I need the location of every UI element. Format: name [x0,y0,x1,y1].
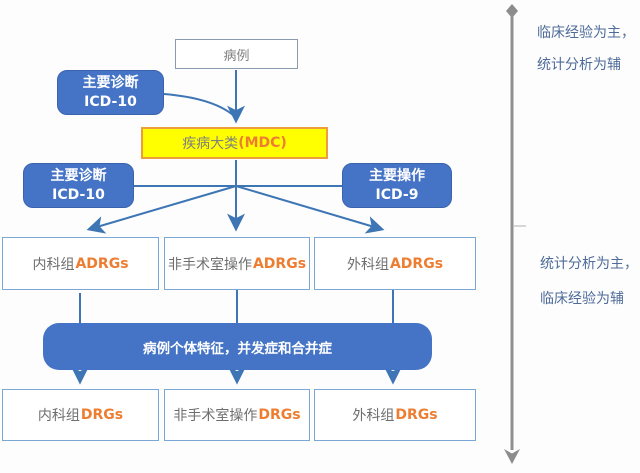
primary-diagnosis-left-pill: 主要诊断 ICD-10 [23,163,134,208]
mdc-box: 疾病大类(MDC) [141,127,328,159]
primary-operation-right-line2: ICD-9 [375,186,419,203]
primary-diagnosis-left-line2: ICD-10 [52,186,105,203]
adrg-surgical-label-en: ADRGs [389,255,444,272]
primary-operation-right-line1: 主要操作 [369,168,425,185]
primary-diagnosis-left-line1: 主要诊断 [50,168,107,185]
drg-internal-label-en: DRGs [80,407,124,423]
primary-operation-right-pill: 主要操作 ICD-9 [342,163,452,208]
case-features-bar: 病例个体特征，并发症和合并症 [43,323,432,370]
drg-internal-label-zh: 内科组 [37,408,80,424]
case-box-label: 病例 [223,48,250,64]
drg-non-or-label-zh: 非手术室操作 [173,408,258,424]
drg-surgical-label-en: DRGs [395,407,438,423]
primary-diagnosis-top-pill: 主要诊断 ICD-10 [57,70,164,115]
case-box: 病例 [175,39,298,69]
connector-diagnosis-to-mdc-curve [163,93,234,116]
primary-diagnosis-top-line1: 主要诊断 [82,75,139,92]
adrg-non-or-label-zh: 非手术室操作 [167,256,252,273]
adrg-surgical-label-zh: 外科组 [346,256,389,273]
annotation-upper-line1: 临床经验为主， [537,25,635,41]
adrg-non-or-label-en: ADRGs [252,255,307,272]
annotation-lower-line2: 临床经验为辅 [540,291,624,307]
annotation-lower-line1: 统计分析为主， [540,256,638,272]
timeline-bottom-arrowhead [504,449,520,464]
adrg-internal-label-en: ADRGs [75,255,129,272]
primary-diagnosis-top-line2: ICD-10 [84,93,137,110]
timeline-top-diamond [506,4,518,18]
drg-non-or-label-en: DRGs [258,407,301,423]
drg-surgical-label-zh: 外科组 [352,408,395,424]
adrg-internal-label-zh: 内科组 [32,256,75,273]
case-features-bar-label: 病例个体特征，并发症和合并症 [143,340,332,357]
annotation-upper-line2: 统计分析为辅 [537,57,621,73]
mdc-box-label-zh: 疾病大类 [182,136,239,152]
mdc-box-label-en: (MDC) [238,135,287,151]
